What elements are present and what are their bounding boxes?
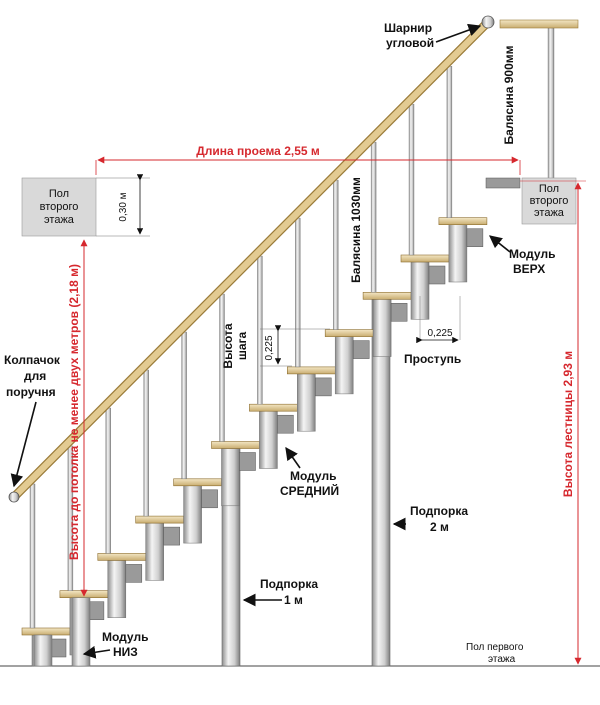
tread xyxy=(400,254,450,263)
floor2-right-line1: Пол xyxy=(539,183,559,195)
module-body xyxy=(448,224,468,283)
module-top-line1: Модуль xyxy=(509,247,555,261)
baluster xyxy=(333,179,339,330)
module-connector xyxy=(125,564,143,583)
baluster xyxy=(143,369,149,517)
module-connector xyxy=(163,526,180,546)
module-body xyxy=(107,560,127,618)
module-connector xyxy=(315,377,332,397)
support2-line2: 2 м xyxy=(430,520,449,534)
module-connector xyxy=(49,638,67,658)
module-connector xyxy=(428,265,446,285)
floor2-right-line2: второго xyxy=(530,195,569,207)
step-height-value: 0,225 xyxy=(264,335,275,360)
module-body xyxy=(183,485,202,544)
module-connector xyxy=(352,340,370,359)
module-bottom-line2: НИЗ xyxy=(113,645,138,659)
balusters xyxy=(29,65,453,629)
baluster xyxy=(181,331,187,480)
opening-length-label: Длина проема 2,55 м xyxy=(196,144,320,158)
module-body xyxy=(259,410,278,469)
tread xyxy=(438,217,488,225)
module-connector xyxy=(201,489,218,509)
tread xyxy=(21,627,71,636)
cap-arrow xyxy=(10,401,37,488)
baluster xyxy=(105,407,112,554)
bottom-module-leg xyxy=(33,634,53,667)
baluster xyxy=(295,217,301,368)
handrail-face xyxy=(10,18,492,501)
top-mount xyxy=(485,177,521,189)
hinge-line1: Шарнир xyxy=(384,21,432,35)
step-height-line2: шага xyxy=(235,332,249,361)
support1-line1: Подпорка xyxy=(260,577,318,591)
hinge-arrow xyxy=(435,23,482,43)
module-bottom-arrow xyxy=(82,645,111,659)
floor2-right-box xyxy=(521,177,577,225)
floor2-right-line3: этажа xyxy=(534,207,565,219)
step-height-line1: Высота xyxy=(221,323,235,368)
module-connector xyxy=(87,601,105,620)
cap-line3: поручня xyxy=(6,385,56,399)
cap-line2: для xyxy=(24,369,46,383)
handrail-cap-icon xyxy=(8,491,20,503)
module-top-line2: ВЕРХ xyxy=(513,262,545,276)
module-body xyxy=(145,522,164,581)
hinge-line2: угловой xyxy=(386,36,434,50)
module-body xyxy=(297,373,316,432)
module-body xyxy=(334,336,354,395)
tread-value: 0,225 xyxy=(427,328,452,339)
baluster xyxy=(29,483,36,629)
module-mid-line2: СРЕДНИЙ xyxy=(280,483,339,498)
tread xyxy=(362,291,412,300)
module-connector xyxy=(277,414,294,434)
tread xyxy=(249,403,298,412)
baluster-900-label: Балясина 900мм xyxy=(502,45,516,144)
floor2-left-line2: второго xyxy=(40,201,79,213)
baluster xyxy=(408,103,415,256)
cap-line1: Колпачок xyxy=(4,353,61,367)
module-connector xyxy=(390,303,408,322)
support1-line2: 1 м xyxy=(284,593,303,607)
top-baluster xyxy=(547,27,555,185)
module-connector xyxy=(466,228,484,247)
module-mid-arrow xyxy=(285,446,301,469)
stair-modules xyxy=(21,177,521,667)
tread xyxy=(324,329,374,337)
baluster xyxy=(370,141,377,293)
tread xyxy=(97,553,147,561)
baluster xyxy=(446,65,453,218)
floor2-left-line3: этажа xyxy=(44,214,75,226)
tread-label: Проступь xyxy=(404,352,461,366)
module-body xyxy=(221,448,240,507)
module-top-arrow xyxy=(489,235,511,253)
floor2-left-line1: Пол xyxy=(49,188,69,200)
floor2-left-box xyxy=(21,177,97,237)
gap-030-label: 0,30 м xyxy=(118,192,129,221)
tread xyxy=(286,366,336,375)
bottom-module-leg xyxy=(71,597,91,667)
module-connector xyxy=(239,452,256,471)
baluster-1030-label: Балясина 1030мм xyxy=(349,177,363,283)
floor1-line2: этажа xyxy=(488,654,516,665)
module-body xyxy=(372,299,392,357)
tread xyxy=(173,478,222,487)
tread xyxy=(211,441,260,449)
hinge-icon xyxy=(481,15,495,29)
ceiling-height-label: Высота до потолка не менее двух метров (… xyxy=(67,264,81,560)
module-bottom-line1: Модуль xyxy=(102,630,148,644)
floor1-line1: Пол первого xyxy=(466,642,524,653)
top-handrail xyxy=(499,19,579,29)
stair-height-label: Высота лестницы 2,93 м xyxy=(561,351,575,497)
support2-line1: Подпорка xyxy=(410,504,468,518)
tread xyxy=(135,515,184,524)
module-mid-line1: Модуль xyxy=(290,469,336,483)
baluster xyxy=(257,255,263,405)
